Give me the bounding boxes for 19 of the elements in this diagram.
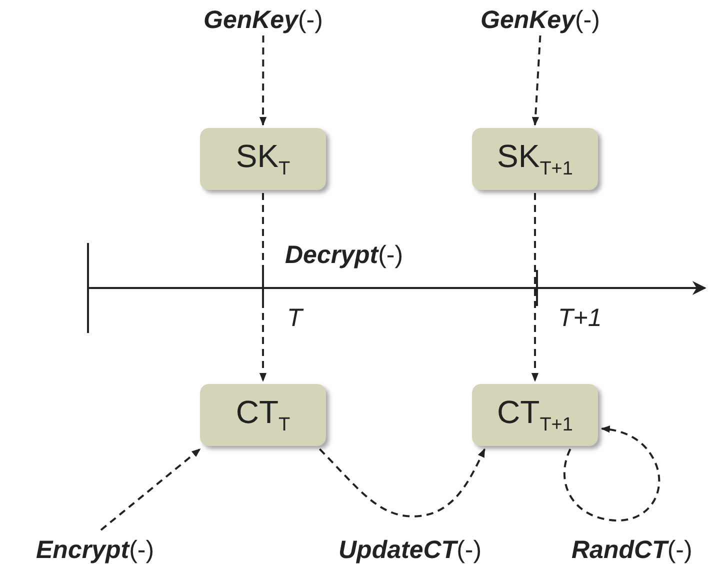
dashed-arrow (100, 448, 201, 531)
time-label: T+1 (558, 306, 602, 331)
time-label: T (287, 306, 302, 331)
key-box: SK$_{T+1}$ (472, 128, 598, 190)
dashed-arrow (531, 193, 539, 382)
dashed-arrow (532, 35, 542, 126)
function-label: Encrypt(-) (36, 538, 154, 562)
dashed-arrow (318, 448, 486, 518)
function-label: Decrypt(-) (285, 243, 404, 268)
dashed-arrow (259, 193, 267, 382)
edge-label: RandCT(-) (572, 538, 692, 562)
ciphertext-box: CT$_{T}$ (200, 384, 326, 446)
dashed-arrow (259, 36, 267, 126)
key-box: SK$_{T}$ (200, 128, 326, 190)
edge-label: UpdateCT(-) (338, 538, 482, 562)
ciphertext-box: CT$_{T+1}$ (472, 384, 598, 446)
dashed-arrow (563, 426, 660, 522)
function-label: GenKey(-) (480, 8, 600, 32)
function-label: GenKey(-) (204, 8, 323, 32)
